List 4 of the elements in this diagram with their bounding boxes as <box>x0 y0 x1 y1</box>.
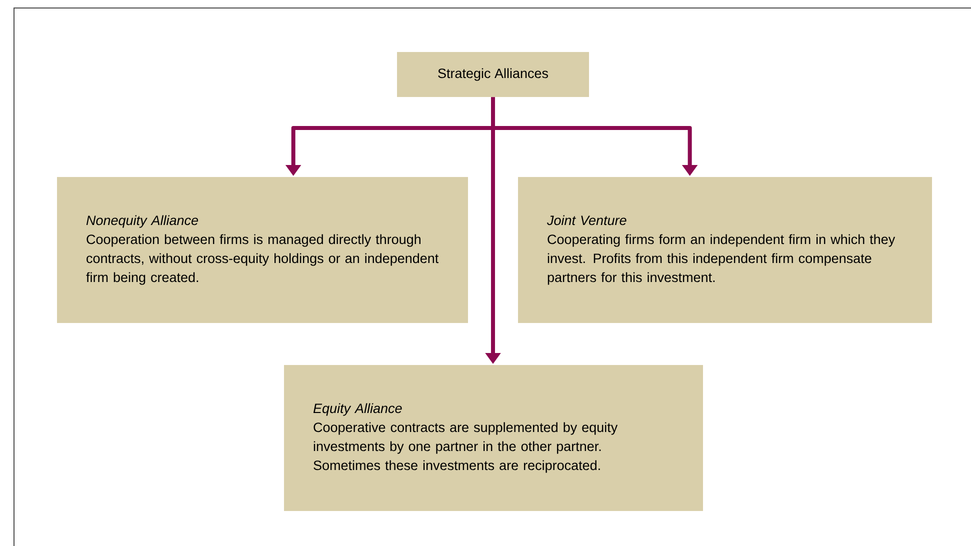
definition-box: Joint Venture Cooperating firms form an independent firm in which they invest. Profits from this independent firm compensate partners for this investment. <box>518 177 932 323</box>
definition-box: Equity Alliance Cooperative contracts are supplemented by equity investments by one partner in the other partner. Sometimes these investments are reciprocated. <box>284 365 703 511</box>
definition-box: Nonequity Alliance Cooperation between firms is managed directly through contracts, without cross-equity holdings or an independent firm being created. <box>57 177 468 323</box>
title-box: Strategic Alliances <box>397 52 589 97</box>
